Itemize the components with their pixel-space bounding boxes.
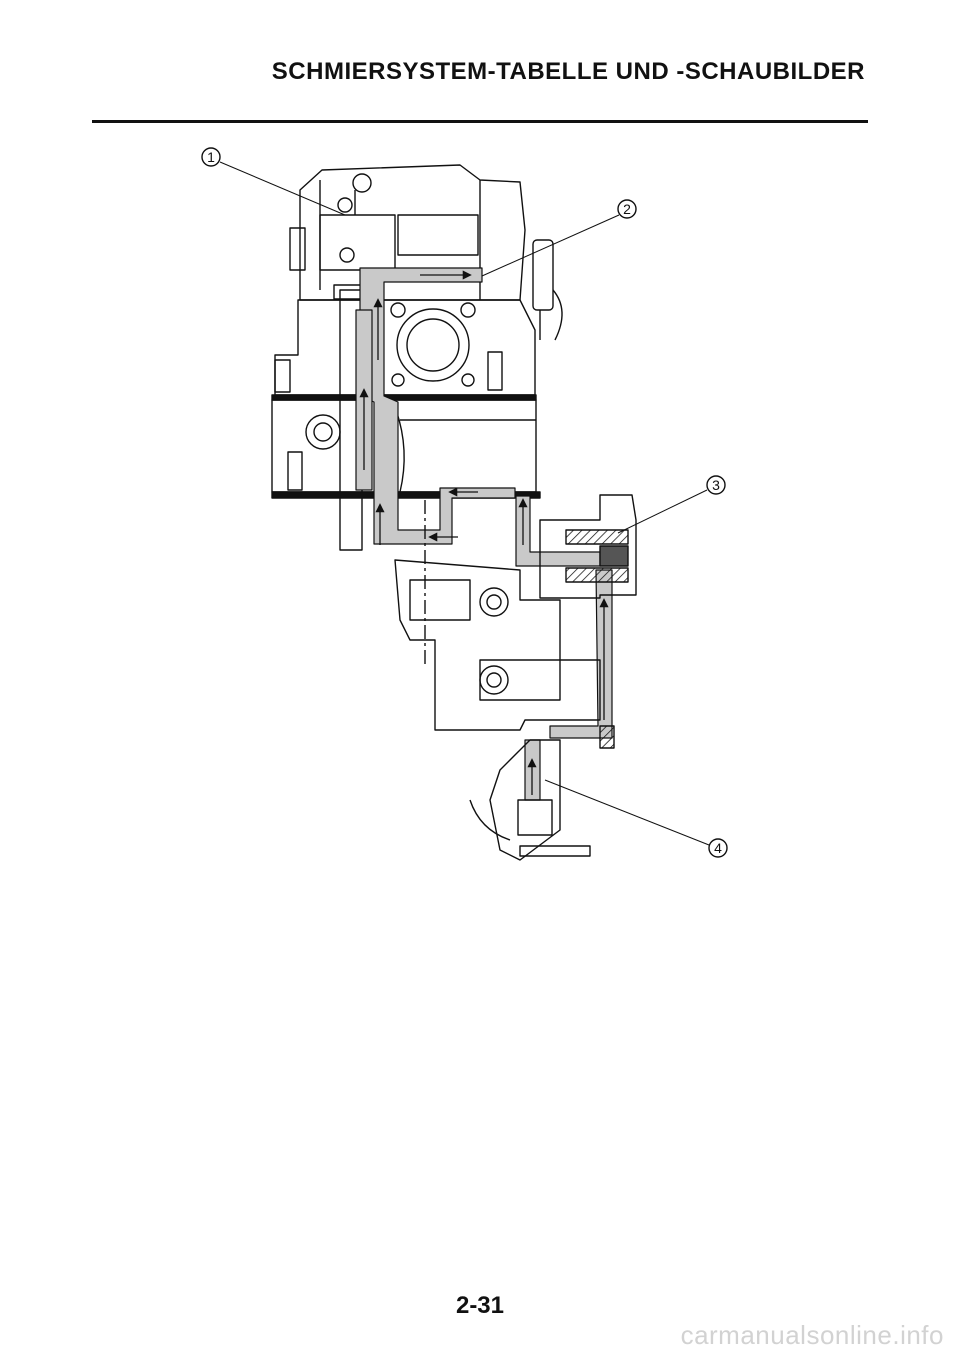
callout-4-number: 4 bbox=[714, 840, 722, 856]
callout-leaders bbox=[219, 161, 710, 846]
sensor-unit bbox=[532, 239, 563, 341]
callout-1-number: 1 bbox=[207, 149, 215, 165]
oil-filter-housing bbox=[539, 494, 637, 749]
callout-3-number: 3 bbox=[712, 477, 720, 493]
callout-3: 3 bbox=[706, 475, 726, 495]
cylinder-block bbox=[271, 284, 537, 551]
callout-2: 2 bbox=[617, 199, 637, 219]
title-divider bbox=[92, 120, 868, 123]
page-title: SCHMIERSYSTEM-TABELLE UND -SCHAUBILDER bbox=[271, 58, 865, 85]
callout-2-number: 2 bbox=[623, 201, 631, 217]
oil-pump bbox=[469, 739, 591, 861]
watermark: carmanualsonline.info bbox=[680, 1320, 944, 1350]
oil-flow-arrows bbox=[359, 270, 609, 795]
callout-1: 1 bbox=[201, 147, 221, 167]
page-number: 2-31 bbox=[455, 1292, 505, 1319]
callout-4: 4 bbox=[708, 838, 728, 858]
crankcase bbox=[271, 399, 541, 499]
lower-gear-section bbox=[394, 500, 601, 731]
